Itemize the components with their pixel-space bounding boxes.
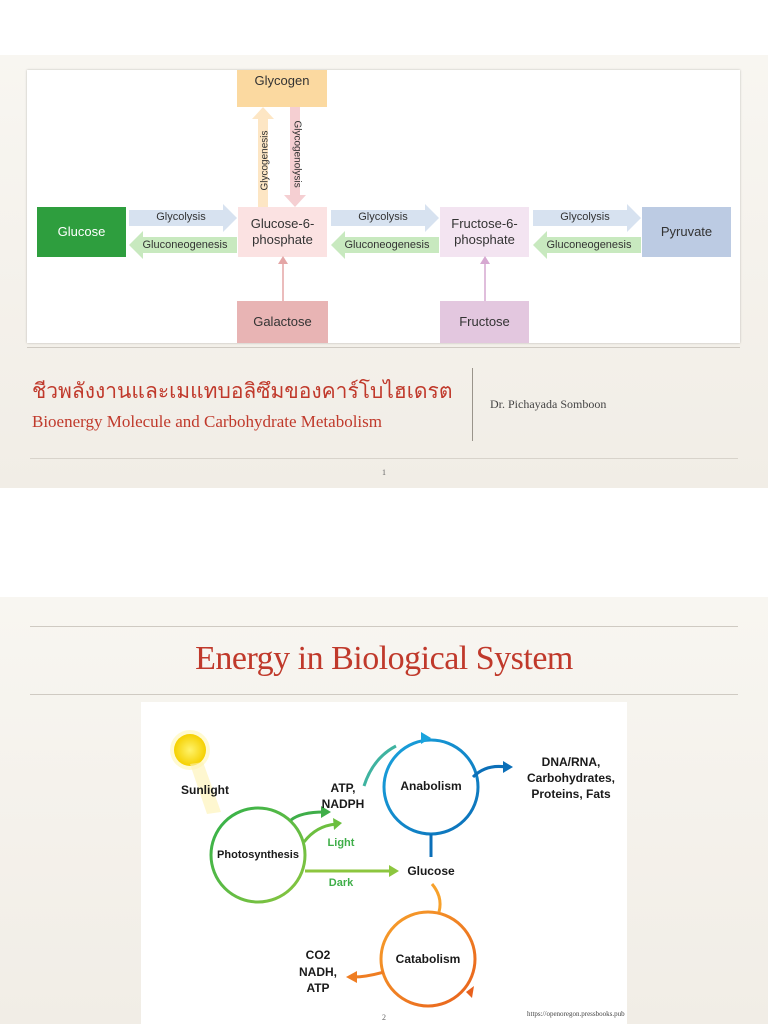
- glycolysis-label-3: Glycolysis: [560, 211, 610, 223]
- co2-label: CO2: [305, 948, 331, 962]
- energy-cycle-diagram: Sunlight Photosynthesis ATP, NADPH Light…: [141, 702, 627, 1024]
- carbohydrate-pathway-diagram: Glycogen Glycogenesis Glycogenolysis Glu…: [27, 70, 740, 343]
- light-label: Light: [327, 837, 355, 849]
- pyruvate-box: Pyruvate: [642, 207, 731, 257]
- gluconeogenesis-label-3: Gluconeogenesis: [546, 239, 632, 251]
- divider: [27, 347, 740, 348]
- nadh-atp-label: NADH, ATP: [299, 965, 337, 995]
- title-english: Bioenergy Molecule and Carbohydrate Meta…: [32, 412, 382, 431]
- glycogen-arrows: [252, 107, 306, 207]
- title-separator: [472, 368, 473, 441]
- slide-1: Glycogen Glycogenesis Glycogenolysis Glu…: [0, 55, 768, 488]
- title-thai: ชีวพลังงานและเมแทบอลิซึมของคาร์โบไฮเดรต: [32, 379, 453, 403]
- photosynthesis-label: Photosynthesis: [217, 849, 299, 861]
- energy-cycle-graphics: [170, 730, 513, 1008]
- title-underline: [30, 694, 738, 695]
- anabolism-label: Anabolism: [400, 779, 462, 793]
- sunlight-label: Sunlight: [181, 783, 229, 797]
- products-label: DNA/RNA, Carbohydrates, Proteins, Fats: [526, 755, 616, 801]
- glucose-box: Glucose: [37, 207, 126, 257]
- atp-nadph-label: ATP, NADPH: [321, 781, 365, 811]
- glycolysis-arrows: [129, 204, 641, 301]
- page-number-2: 2: [382, 1013, 386, 1022]
- glycolysis-label-2: Glycolysis: [358, 211, 408, 223]
- author-name: Dr. Pichayada Somboon: [490, 397, 607, 411]
- page-title: Energy in Biological System: [195, 640, 573, 677]
- fructose-box: Fructose: [440, 301, 529, 343]
- source-caption: https://openoregon.pressbooks.pub: [527, 1010, 625, 1018]
- glycogen-box: Glycogen: [237, 70, 327, 107]
- glucose-label: Glucose: [407, 864, 455, 878]
- gluconeogenesis-label-1: Gluconeogenesis: [142, 239, 228, 251]
- page-number: 1: [382, 468, 386, 477]
- dark-label: Dark: [328, 877, 354, 889]
- fructose-6-phosphate-box: Fructose-6- phosphate: [440, 207, 529, 257]
- footer-line: [30, 458, 738, 459]
- galactose-box: Galactose: [237, 301, 328, 343]
- slide-2: Energy in Biological System: [0, 597, 768, 1024]
- gluconeogenesis-label-2: Gluconeogenesis: [344, 239, 430, 251]
- glycolysis-label-1: Glycolysis: [156, 211, 206, 223]
- catabolism-label: Catabolism: [395, 952, 461, 966]
- glucose-6-phosphate-box: Glucose-6- phosphate: [238, 207, 327, 257]
- top-line: [30, 626, 738, 627]
